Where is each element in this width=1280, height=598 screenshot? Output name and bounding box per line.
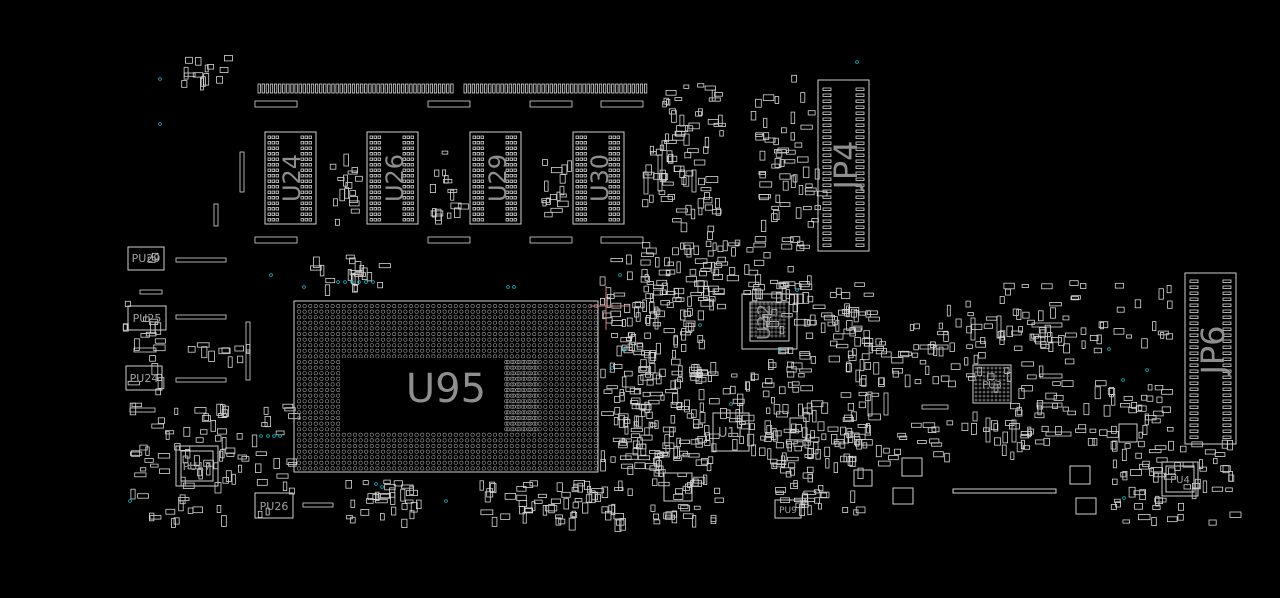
cpu-u95-label: U95 (406, 366, 486, 412)
memory-chip-u30[interactable]: U30 (572, 131, 625, 225)
memory-chip-u24-label: U24 (278, 154, 306, 202)
cpu-u95[interactable]: U95 (293, 300, 599, 473)
memory-chip-u30-label: U30 (586, 154, 614, 202)
power-chip-pu29-label: PU29 (132, 252, 161, 265)
power-chip-pu3-label: PU3 (982, 380, 1002, 391)
chip-u22-label: U22 (754, 304, 775, 340)
connector-jp4-label: JP4 (827, 140, 865, 191)
smd-pads-layer (122, 55, 1242, 532)
chip-u11[interactable]: U11 (712, 412, 750, 452)
memory-chip-u26[interactable]: U26 (366, 131, 419, 225)
memory-chip-u24[interactable]: U24 (264, 131, 317, 225)
power-chip-pu3[interactable]: PU3 (972, 364, 1012, 404)
power-chip-pu26-label: PU26 (260, 500, 289, 513)
connector-jp6-label: JP6 (1194, 325, 1232, 376)
power-chip-pu17-label: PU17 (183, 460, 212, 473)
misc-chip-outline (663, 417, 1138, 515)
power-chip-pu4[interactable]: PU4 (1161, 461, 1199, 497)
power-chip-pu25[interactable]: PU25 (127, 305, 167, 331)
power-chip-pu26[interactable]: PU26 (254, 492, 294, 519)
power-chip-pu24-label: PU24 (130, 372, 159, 385)
vias-layer (128, 60, 1149, 503)
memory-chip-u29[interactable]: U29 (469, 131, 522, 225)
memory-chip-u26-label: U26 (381, 154, 409, 202)
power-chip-pu25-label: PU25 (133, 312, 162, 325)
connector-jp4[interactable]: JP4 (817, 79, 870, 252)
memory-chip-u29-label: U29 (484, 154, 512, 202)
connector-jp6[interactable]: JP6 (1184, 272, 1237, 445)
power-chip-pu4-label: PU4 (1170, 475, 1190, 486)
crosshair-cursor-icon (590, 286, 630, 330)
chip-u22[interactable]: U22 (741, 293, 798, 350)
power-chip-pu9[interactable]: PU9 (774, 499, 802, 519)
power-chip-pu9-label: PU9 (779, 506, 797, 516)
chip-u11-label: U11 (718, 426, 744, 441)
power-chip-pu17[interactable]: PU17 (175, 445, 219, 487)
power-chip-pu24[interactable]: PU24 (125, 365, 163, 391)
power-chip-pu29[interactable]: PU29 (127, 246, 165, 271)
